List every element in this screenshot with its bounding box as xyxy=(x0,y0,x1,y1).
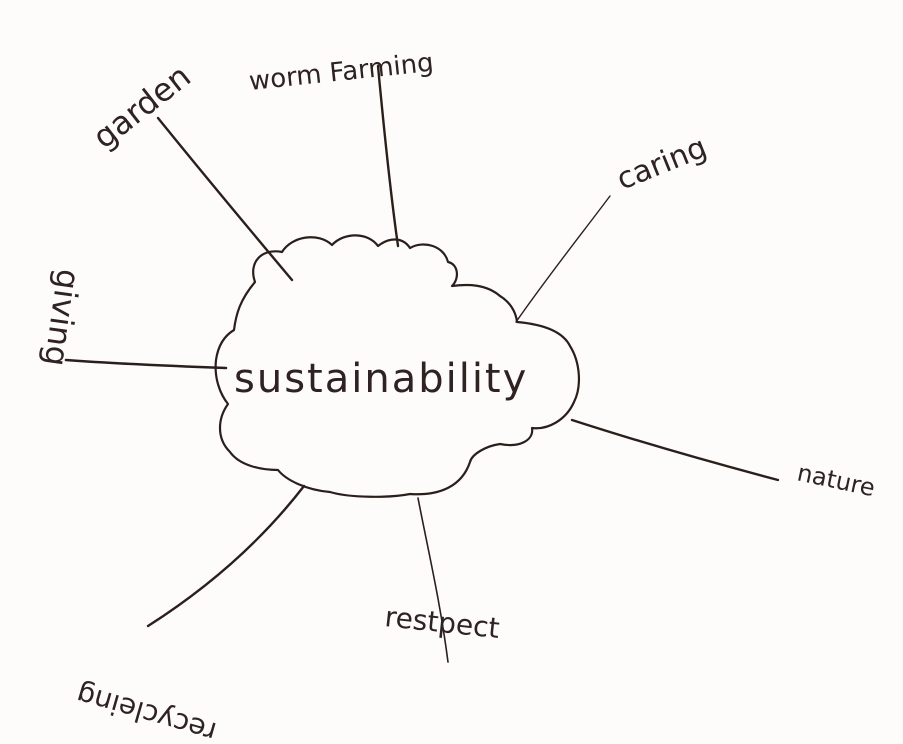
label-giving: giving xyxy=(36,267,87,369)
label-worm-farming: worm Farming xyxy=(248,48,435,97)
connector-worm xyxy=(376,64,400,248)
connector-nature xyxy=(570,418,780,482)
label-caring: caring xyxy=(612,130,712,198)
connector-restpect xyxy=(417,497,449,663)
connector-garden xyxy=(156,116,294,282)
label-recycling: recycleing xyxy=(73,678,220,744)
connector-recycling xyxy=(146,484,306,628)
center-label: sustainability xyxy=(234,356,528,402)
label-nature: nature xyxy=(795,458,878,502)
label-garden: garden xyxy=(86,57,198,156)
label-restpect: restpect xyxy=(383,600,501,645)
connector-giving xyxy=(64,358,228,370)
center-cloud xyxy=(214,234,580,498)
connector-caring xyxy=(515,195,611,323)
